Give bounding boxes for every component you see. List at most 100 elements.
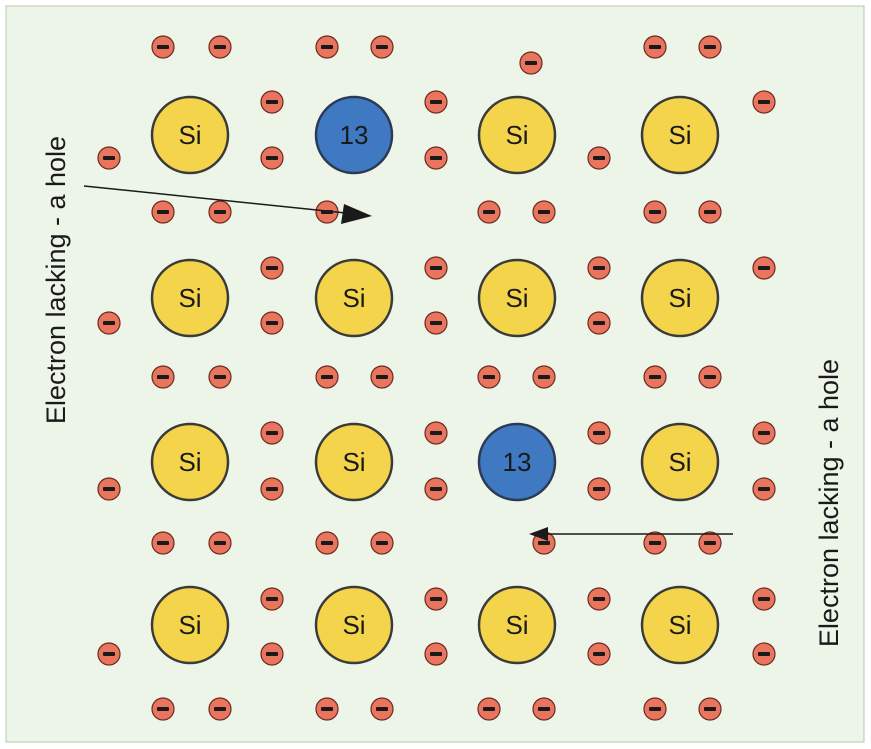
electron-icon [424,90,448,114]
electron-icon [643,697,667,721]
atom-circle [477,95,557,175]
electron-icon [315,365,339,389]
hole-arrow-bottom [529,527,733,541]
atom-circle [314,585,394,665]
atom-label: Si [178,610,201,640]
atom-circle [640,95,720,175]
diagram-background [5,5,865,743]
electron-icon [260,477,284,501]
electron-icon [752,642,776,666]
arrow-icon [529,527,548,541]
electron-icon [643,365,667,389]
dopant-atom: 13 [477,422,557,502]
electron-icon [752,587,776,611]
electron-icon [315,35,339,59]
atom-label: Si [342,447,365,477]
electron-icon [424,477,448,501]
electron-icon [370,697,394,721]
atom-label: Si [178,283,201,313]
atom-circle [314,422,394,502]
electron-icon [97,642,121,666]
arrow-top-shaft [83,185,347,214]
electron-icon [151,365,175,389]
atom-label: Si [668,120,691,150]
electron-icon [260,311,284,335]
electron-icon [424,146,448,170]
electron-icon [208,531,232,555]
electron-icon [260,642,284,666]
electron-icon [698,697,722,721]
electron-icon [532,200,556,224]
electron-icon [97,146,121,170]
dopant-atom: 13 [314,95,394,175]
atom-circle [477,422,557,502]
atom-circle [640,585,720,665]
electron-icon [698,531,722,555]
electron-icon [477,697,501,721]
electron-icon [208,697,232,721]
silicon-atom: Si [640,585,720,665]
hole-arrow-top [83,185,372,224]
electron-icon [370,365,394,389]
hole-label-right: Electron lacking - a hole [814,359,844,647]
electron-icon [519,51,543,75]
atom-label: 13 [340,120,369,150]
electron-icon [643,531,667,555]
electron-icon [752,256,776,280]
electron-icon [424,421,448,445]
silicon-atom: Si [477,95,557,175]
silicon-atom: Si [150,95,230,175]
electron-icon [698,35,722,59]
silicon-atom: Si [314,422,394,502]
electron-icon [587,421,611,445]
electron-icon [97,311,121,335]
electron-icon [260,421,284,445]
hole-label-left: Electron lacking - a hole [41,136,71,424]
electron-icon [260,587,284,611]
electron-icon [208,35,232,59]
electron-icon [587,642,611,666]
electron-icon [208,200,232,224]
silicon-atom: Si [314,585,394,665]
electron-icon [587,587,611,611]
electron-icon [424,256,448,280]
electron-icon [752,477,776,501]
atom-circle [150,422,230,502]
atom-circle [150,95,230,175]
silicon-atom: Si [150,422,230,502]
silicon-atom: Si [477,258,557,338]
atom-label: Si [505,283,528,313]
electron-icon [587,477,611,501]
silicon-atom: Si [150,585,230,665]
atom-circle [477,585,557,665]
electrons-layer [97,35,776,721]
electron-icon [424,642,448,666]
electron-icon [260,256,284,280]
silicon-atom: Si [640,95,720,175]
electron-icon [752,90,776,114]
electron-icon [587,256,611,280]
atom-circle [640,422,720,502]
atom-label: 13 [503,447,532,477]
silicon-atom: Si [640,422,720,502]
atom-label: Si [505,120,528,150]
electron-icon [260,146,284,170]
atom-circle [314,258,394,338]
electron-icon [698,365,722,389]
electron-icon [260,90,284,114]
atom-label: Si [668,610,691,640]
atom-label: Si [668,283,691,313]
electron-icon [151,35,175,59]
electron-icon [477,365,501,389]
electron-icon [698,200,722,224]
electron-icon [151,697,175,721]
atom-label: Si [505,610,528,640]
atom-circle [640,258,720,338]
silicon-atom: Si [314,258,394,338]
silicon-atom: Si [640,258,720,338]
atom-label: Si [178,447,201,477]
arrow-icon [341,204,372,224]
electron-icon [370,531,394,555]
